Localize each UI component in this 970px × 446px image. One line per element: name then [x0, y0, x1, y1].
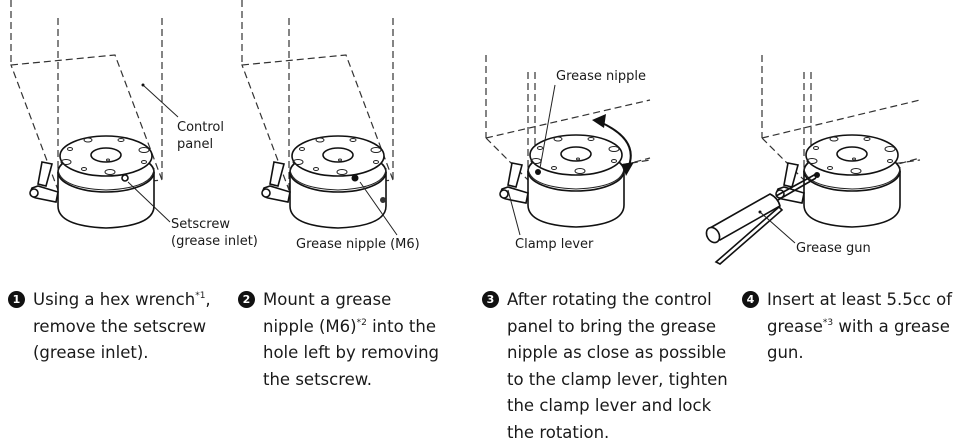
- step-1-text: Using a hex wrench*1, remove the setscre…: [33, 290, 211, 362]
- label-setscrew: Setscrew: [171, 217, 230, 232]
- grease-gun-icon: [705, 172, 820, 265]
- step-number-badge: 3: [482, 291, 499, 308]
- step-2: 2 Mount a grease nipple (M6)*2 into the …: [238, 287, 468, 393]
- label-control-panel-2: panel: [177, 137, 213, 152]
- label-grease-nipple-m6: Grease nipple (M6): [296, 237, 420, 252]
- label-control-panel-1: Control: [177, 120, 224, 135]
- figure-4: Grease gun: [705, 55, 921, 265]
- step-number-badge: 1: [8, 291, 25, 308]
- step-number-badge: 4: [742, 291, 759, 308]
- step-number-badge: 2: [238, 291, 255, 308]
- label-grease-inlet: (grease inlet): [171, 234, 258, 249]
- figure-2: Grease nipple (M6): [241, 0, 420, 252]
- step-3: 3 After rotating the control panel to br…: [482, 287, 732, 446]
- label-grease-gun: Grease gun: [796, 241, 871, 256]
- step-1: 1 Using a hex wrench*1, remove the setsc…: [8, 287, 228, 367]
- figure-3: Grease nipple Clamp lever: [485, 55, 651, 252]
- label-clamp-lever: Clamp lever: [515, 237, 594, 252]
- step-3-text: After rotating the control panel to brin…: [507, 290, 728, 442]
- step-4-text: Insert at least 5.5cc of grease*3 with a…: [767, 290, 953, 362]
- figure-1: Control panel Setscrew (grease inlet): [10, 0, 258, 249]
- illustrations: Control panel Setscrew (grease inlet) Gr…: [10, 0, 921, 265]
- step-2-text: Mount a grease nipple (M6)*2 into the ho…: [263, 290, 440, 389]
- label-grease-nipple: Grease nipple: [556, 69, 646, 84]
- step-4: 4 Insert at least 5.5cc of grease*3 with…: [742, 287, 967, 367]
